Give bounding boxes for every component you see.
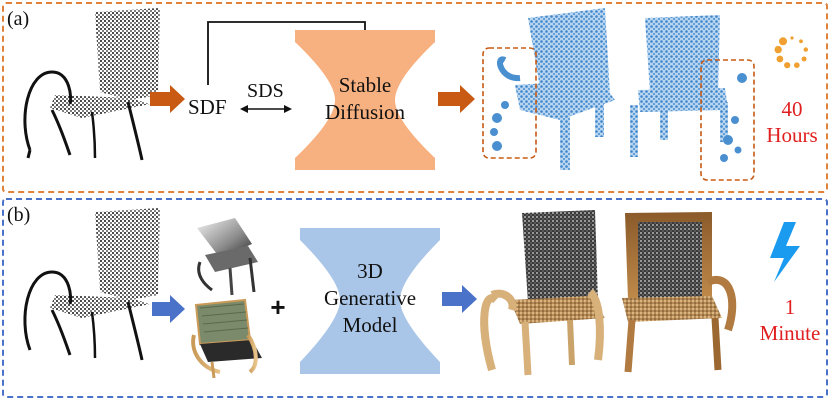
generative-model-line1: 3D	[357, 259, 383, 283]
spinner-dot	[790, 36, 794, 40]
reference-grey-chair	[197, 218, 258, 296]
stable-diffusion-block	[295, 30, 435, 170]
arrow-to-result-a	[438, 85, 475, 113]
spinner-dot	[784, 62, 791, 69]
sdf-label: SDF	[188, 95, 227, 119]
panel-a-border	[2, 2, 828, 193]
panel-a-label: (a)	[7, 8, 30, 30]
artifact-highlight-box-left	[482, 47, 537, 159]
artifact-highlight-box-right	[700, 59, 755, 181]
arrow-to-result-b	[442, 285, 477, 313]
time-unit-a: Hours	[766, 123, 818, 147]
generative-model-label: 3D Generative Model	[300, 258, 440, 339]
plus-sign: +	[270, 292, 285, 322]
sds-label: SDS	[247, 80, 284, 102]
time-value-b: 1	[784, 295, 796, 319]
spinner-dot	[801, 56, 807, 62]
panel-b-label: (b)	[7, 204, 31, 226]
time-value-a: 40	[781, 97, 803, 121]
time-unit-b: Minute	[759, 321, 821, 345]
spinner-dot	[799, 39, 803, 44]
result-pointcloud-chair-a2	[630, 15, 747, 162]
result-textured-chair-b1	[480, 210, 605, 376]
spinner-dot	[794, 62, 800, 68]
spinner-dot	[803, 47, 808, 52]
result-pointcloud-chair-a1	[490, 8, 615, 170]
loading-spinner-icon	[774, 36, 808, 69]
result-textured-chair-b2	[622, 212, 737, 373]
spinner-dot	[774, 45, 782, 54]
arrow-to-sdf	[150, 85, 185, 113]
time-cost-b: 1 Minute	[752, 294, 828, 346]
lightning-bolt-icon	[770, 222, 800, 282]
time-cost-a: 40 Hours	[756, 96, 828, 148]
sds-arrowhead-left	[240, 105, 248, 113]
input-pointcloud-chair-b	[23, 208, 160, 361]
spinner-dot	[776, 55, 784, 63]
input-pointcloud-chair-a	[23, 8, 160, 161]
arrow-to-inputs-b	[152, 295, 185, 323]
generative-model-block	[300, 228, 440, 374]
spinner-dot	[779, 37, 787, 46]
sds-arrowhead-right	[284, 105, 292, 113]
generative-model-line2: Generative	[323, 286, 417, 310]
stable-diffusion-label: Stable Diffusion	[295, 72, 435, 126]
stable-diffusion-line2: Diffusion	[324, 100, 406, 124]
generative-model-line3: Model	[342, 313, 398, 337]
reference-wooden-chair	[191, 298, 262, 379]
stable-diffusion-line1: Stable	[338, 73, 392, 97]
